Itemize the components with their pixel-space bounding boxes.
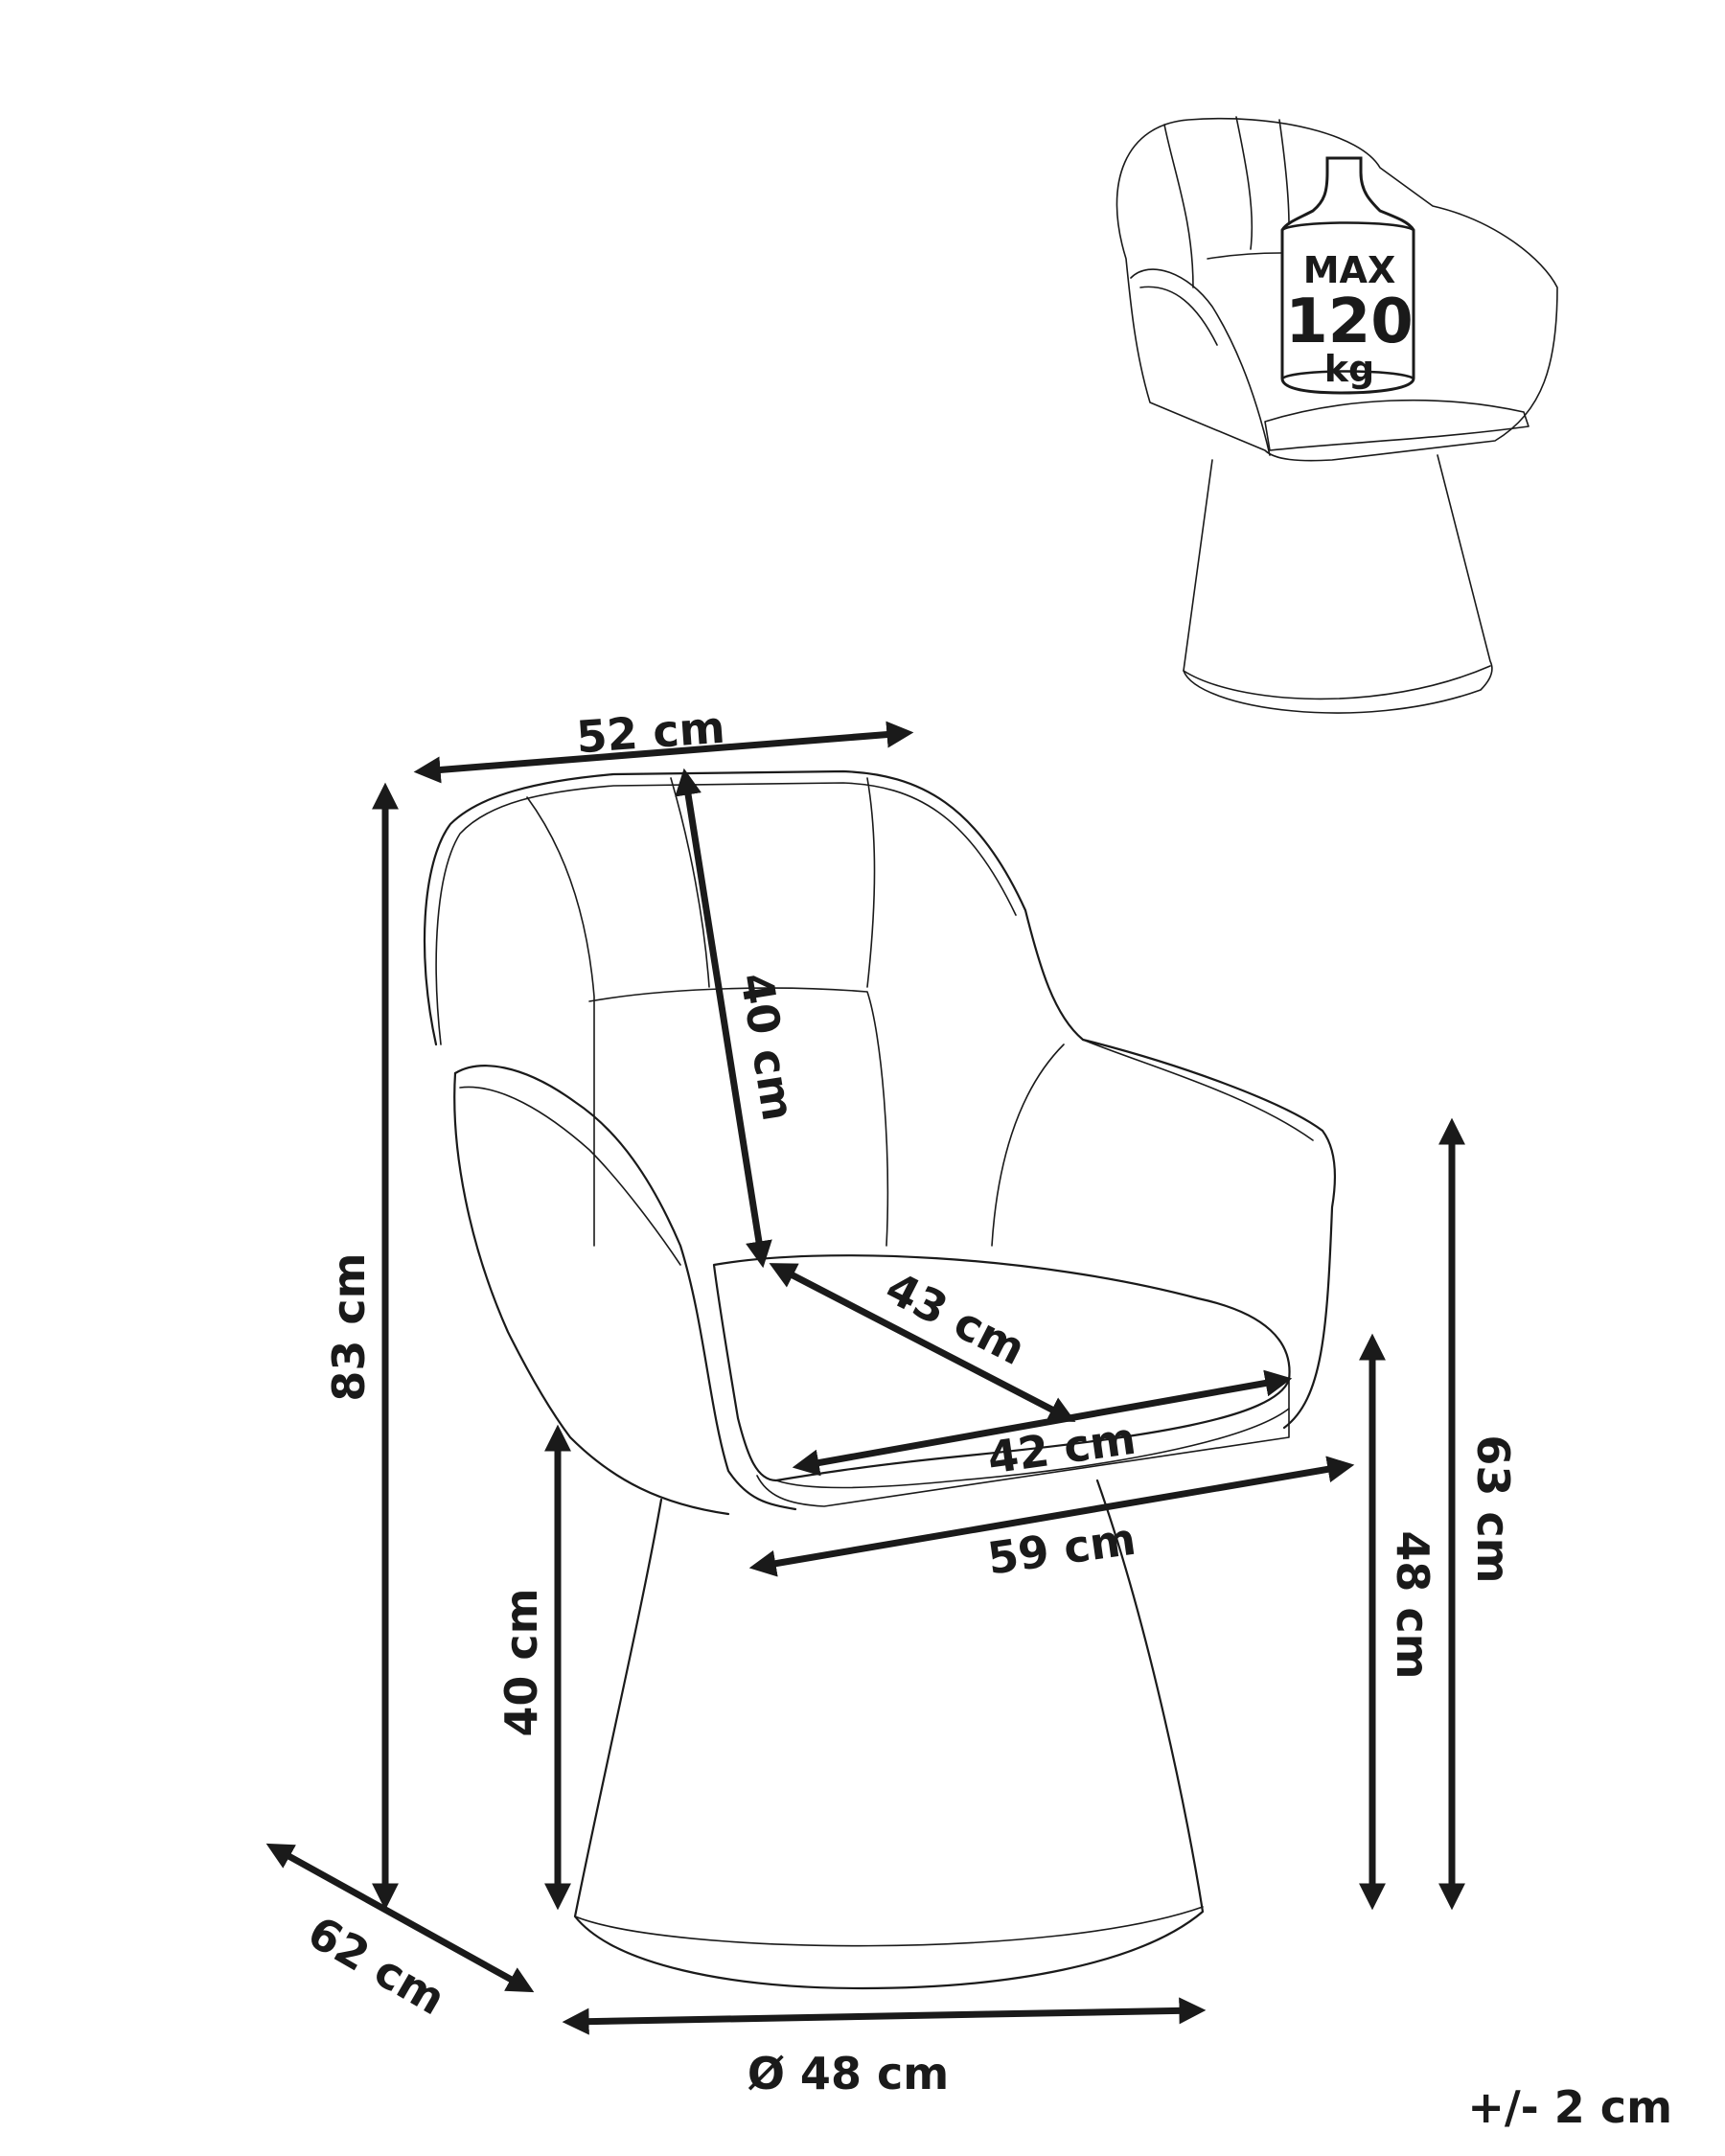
dim-overall-depth-label: 62 cm — [299, 1906, 453, 2025]
thumbnail-seat — [1264, 399, 1530, 451]
dim-seat-width-line — [792, 1369, 1293, 1477]
dimension-lines: 52 cm 40 cm 43 cm 42 cm 59 cm 83 cm 40 c… — [265, 701, 1519, 2099]
dim-armrest-height-label: 63 cm — [1467, 1434, 1519, 1583]
tolerance-note: +/- 2 cm — [1467, 2081, 1672, 2133]
dim-backrest-height-line — [675, 768, 772, 1269]
dim-overall-height-label: 83 cm — [323, 1252, 375, 1401]
dim-seat-width-label: 42 cm — [984, 1412, 1138, 1484]
backrest-tuft-lines — [526, 796, 595, 1247]
vase-icon — [1280, 156, 1415, 395]
dim-backrest-height-label: 40 cm — [730, 970, 805, 1125]
dim-base-diameter-label: Ø 48 cm — [748, 2048, 949, 2099]
dim-seat-height-label: 40 cm — [495, 1588, 547, 1736]
max-weight-badge: MAX 120 kg — [1280, 156, 1415, 395]
thumbnail-backrest — [1116, 117, 1558, 462]
badge-line-weight: 120 — [1285, 287, 1414, 357]
badge-line-unit: kg — [1324, 348, 1374, 390]
dim-overall-depth-line — [265, 1843, 535, 1993]
thumbnail-base — [1183, 454, 1493, 714]
dim-base-diameter-line — [562, 1997, 1207, 2035]
dim-backrest-width-label: 52 cm — [575, 701, 727, 764]
chair-pedestal — [573, 1479, 1205, 1990]
thumbnail-left-arm — [1130, 268, 1271, 456]
dim-backrest-width-line — [413, 721, 914, 784]
chair-backrest-shell — [423, 769, 1337, 1430]
thumbnail-chair — [1116, 116, 1558, 714]
dim-overall-width-line — [748, 1456, 1355, 1577]
badge-line-max: MAX — [1303, 249, 1396, 291]
dim-seat-height-front-label: 48 cm — [1387, 1530, 1438, 1679]
